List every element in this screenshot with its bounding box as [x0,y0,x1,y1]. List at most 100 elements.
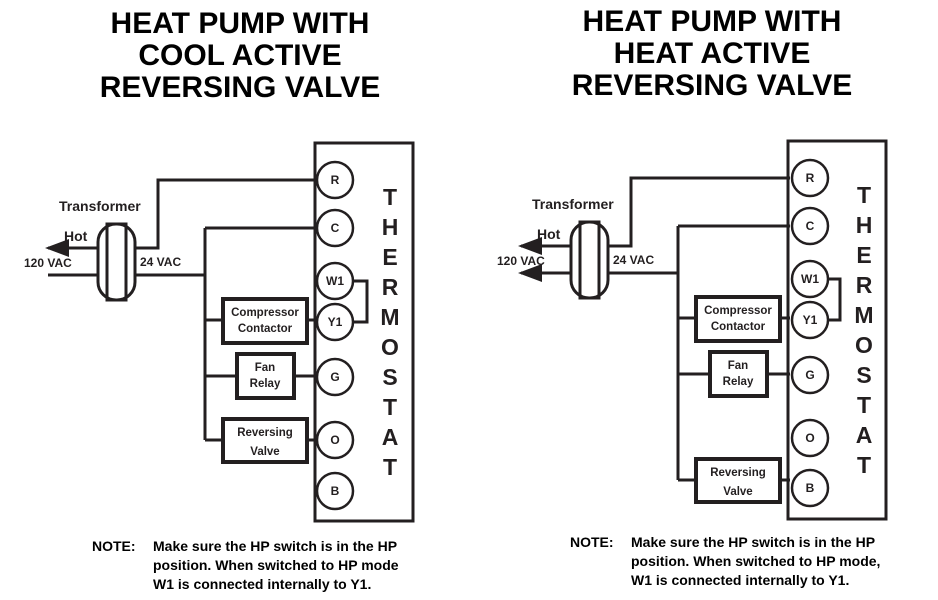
diagram-cool-active: HEAT PUMP WITH COOL ACTIVE REVERSING VAL… [24,7,415,592]
svg-text:Valve: Valve [723,486,752,498]
r-wire [135,178,317,250]
secondary-voltage-label: 24 VAC [140,255,181,269]
thermostat-box [313,141,415,523]
svg-text:C: C [806,219,815,233]
svg-text:Fan: Fan [728,360,748,372]
terminal-g: G [315,357,355,397]
thermostat-label: T H E R M O S T A T [854,182,873,478]
svg-text:O: O [855,332,873,358]
title-line-2: COOL ACTIVE [138,39,341,72]
terminal-y1: Y1 [790,300,830,340]
svg-text:Y1: Y1 [803,313,818,327]
svg-text:R: R [856,272,873,298]
svg-text:Reversing: Reversing [237,427,293,439]
svg-text:R: R [331,173,340,187]
svg-text:R: R [806,171,815,185]
note-label: NOTE: [92,538,136,554]
terminal-r: R [790,158,830,198]
terminal-b: B [315,471,355,511]
svg-text:S: S [382,364,397,390]
note-line-3: W1 is connected internally to Y1. [631,572,849,588]
note-label: NOTE: [570,534,614,550]
title-line-3: REVERSING VALVE [100,71,381,104]
svg-text:T: T [857,452,871,478]
transformer-label: Transformer [59,198,141,214]
compressor-contactor: Compressor Contactor [221,297,309,345]
hot-label: Hot [537,226,561,242]
svg-text:O: O [805,431,814,445]
terminal-r: R [315,160,355,200]
primary-voltage-label: 120 VAC [497,254,545,268]
transformer-label: Transformer [532,196,614,212]
svg-text:Relay: Relay [250,378,281,390]
svg-text:B: B [806,481,815,495]
svg-text:E: E [382,244,397,270]
thermostat-label: T H E R M O S T A T [380,184,399,480]
terminal-c: C [315,208,355,248]
svg-text:E: E [856,242,871,268]
fan-relay: Fan Relay [708,350,769,398]
svg-text:H: H [856,212,873,238]
title-line-3: REVERSING VALVE [572,69,853,102]
note-line-1: Make sure the HP switch is in the HP [631,534,875,550]
terminal-b: B [790,468,830,508]
title-line-1: HEAT PUMP WITH [111,7,370,40]
note-line-2: position. When switched to HP mode [153,557,399,573]
transformer-icon [96,222,137,302]
svg-text:Relay: Relay [723,376,754,388]
terminal-o: O [315,420,355,460]
diagram-heat-active: HEAT PUMP WITH HEAT ACTIVE REVERSING VAL… [497,5,888,588]
w1-y1-jumper [353,279,369,324]
thermostat-box [786,139,888,521]
title-line-2: HEAT ACTIVE [614,37,811,70]
svg-text:Valve: Valve [250,446,279,458]
c-bus [676,224,790,480]
title-line-1: HEAT PUMP WITH [583,5,842,38]
fan-relay: Fan Relay [235,352,296,400]
svg-text:T: T [857,182,871,208]
secondary-voltage-label: 24 VAC [613,253,654,267]
terminal-w1: W1 [790,259,830,299]
svg-text:G: G [330,370,339,384]
svg-text:W1: W1 [326,274,344,288]
w1-y1-jumper [826,277,842,322]
svg-text:T: T [383,394,397,420]
terminal-w1: W1 [315,261,355,301]
svg-text:Y1: Y1 [328,315,343,329]
svg-text:T: T [857,392,871,418]
hot-label: Hot [64,228,88,244]
svg-text:Fan: Fan [255,362,275,374]
svg-text:S: S [856,362,871,388]
svg-text:O: O [381,334,399,360]
svg-text:A: A [856,422,873,448]
r-wire [608,176,790,248]
svg-text:M: M [854,302,873,328]
svg-text:M: M [380,304,399,330]
svg-text:B: B [331,484,340,498]
svg-text:Contactor: Contactor [711,321,766,333]
terminal-g: G [790,355,830,395]
terminal-o: O [790,418,830,458]
svg-text:G: G [805,368,814,382]
svg-text:H: H [382,214,399,240]
reversing-valve: Reversing Valve [694,457,782,504]
primary-voltage-label: 120 VAC [24,256,72,270]
reversing-valve: Reversing Valve [221,417,309,464]
svg-text:T: T [383,454,397,480]
svg-text:Compressor: Compressor [231,307,299,319]
svg-text:C: C [331,221,340,235]
terminal-y1: Y1 [315,302,355,342]
note-line-1: Make sure the HP switch is in the HP [153,538,397,554]
svg-text:Reversing: Reversing [710,467,766,479]
note-line-3: W1 is connected internally to Y1. [153,576,371,592]
svg-text:Contactor: Contactor [238,323,293,335]
svg-text:Compressor: Compressor [704,305,772,317]
c-bus [203,226,317,440]
svg-text:W1: W1 [801,272,819,286]
svg-text:A: A [382,424,399,450]
svg-text:T: T [383,184,397,210]
note-line-2: position. When switched to HP mode, [631,553,880,569]
terminal-c: C [790,206,830,246]
transformer-icon [569,220,610,300]
